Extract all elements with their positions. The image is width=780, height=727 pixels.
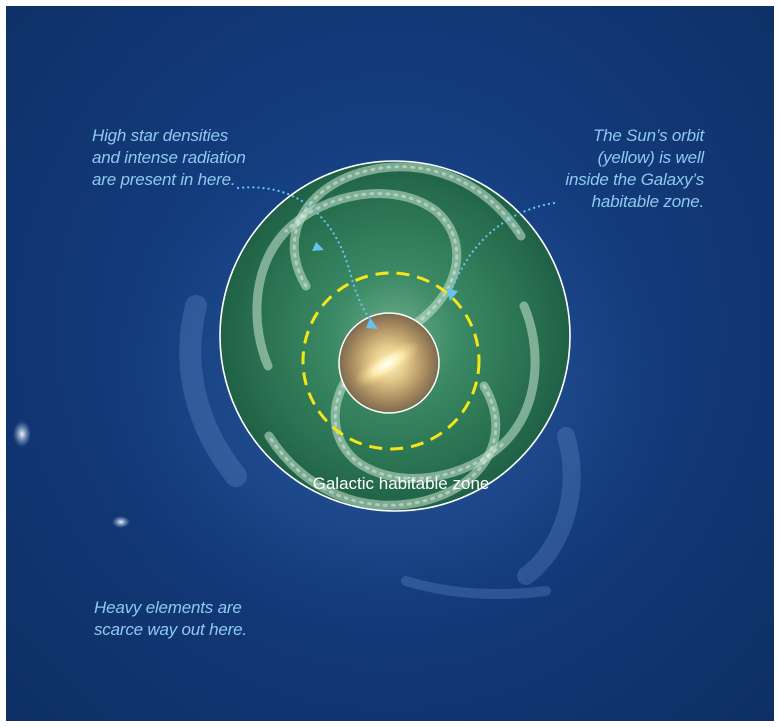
arrowhead-zone xyxy=(312,242,324,251)
galaxy-diagram xyxy=(13,141,692,641)
arrowhead-sun-orbit xyxy=(446,288,458,301)
diagram-frame: High star densities and intense radiatio… xyxy=(6,6,774,721)
arrow-center xyxy=(236,186,374,324)
sun-orbit xyxy=(301,271,481,451)
galactic-bar xyxy=(353,340,421,388)
satellite-galaxy-small xyxy=(112,516,130,528)
arrowhead-center xyxy=(366,318,378,329)
callout-outer-heavy-elements: Heavy elements are scarce way out here. xyxy=(94,598,247,639)
satellite-galaxy-large xyxy=(13,421,31,447)
callout-arrows xyxy=(236,186,556,324)
callout-sun-orbit: The Sun’s orbit (yellow) is well inside … xyxy=(565,126,704,211)
habitable-zone-boundary xyxy=(219,160,571,512)
callout-center-radiation: High star densities and intense radiatio… xyxy=(92,126,246,189)
spiral-arms xyxy=(252,162,540,510)
habitable-zone-label: Galactic habitable zone xyxy=(312,474,490,493)
outer-spiral-arms xyxy=(179,295,581,599)
arrow-sun-orbit xyxy=(449,201,556,293)
